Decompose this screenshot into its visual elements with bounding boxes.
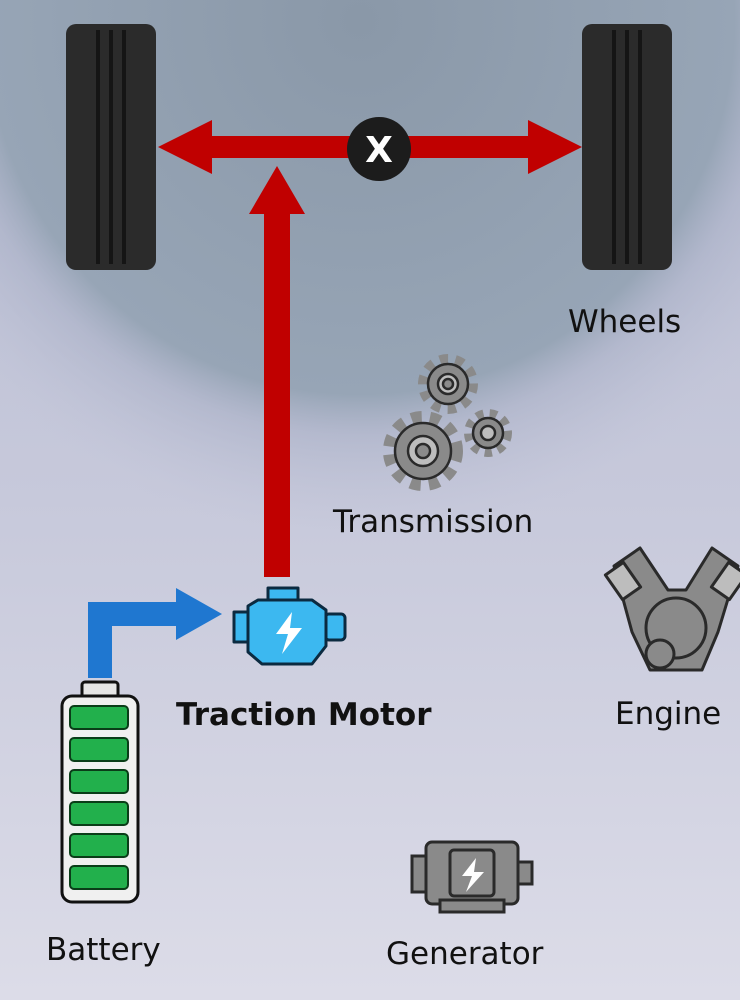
generator-label: Generator [386,936,544,972]
traction-motor-label: Traction Motor [176,697,432,733]
battery-label: Battery [46,932,161,968]
engine-icon [603,546,740,672]
transmission-label: Transmission [333,504,534,540]
battery-icon [60,680,140,904]
engine-label: Engine [615,696,722,732]
wheels-label: Wheels [568,304,682,340]
electric-motor-icon [232,586,347,666]
motor-to-axle-shaft [264,205,290,577]
up-arrowhead [249,166,305,214]
left-wheel-arrowhead [158,120,212,174]
gears-icon [383,354,512,491]
left-tire-icon [66,24,156,270]
right-wheel-arrowhead [528,120,582,174]
generator-icon [410,840,534,914]
electric-power-flow [88,588,222,678]
right-tire-icon [582,24,672,270]
svg-text:X: X [365,130,393,171]
x-disengaged-icon: X [347,117,411,181]
